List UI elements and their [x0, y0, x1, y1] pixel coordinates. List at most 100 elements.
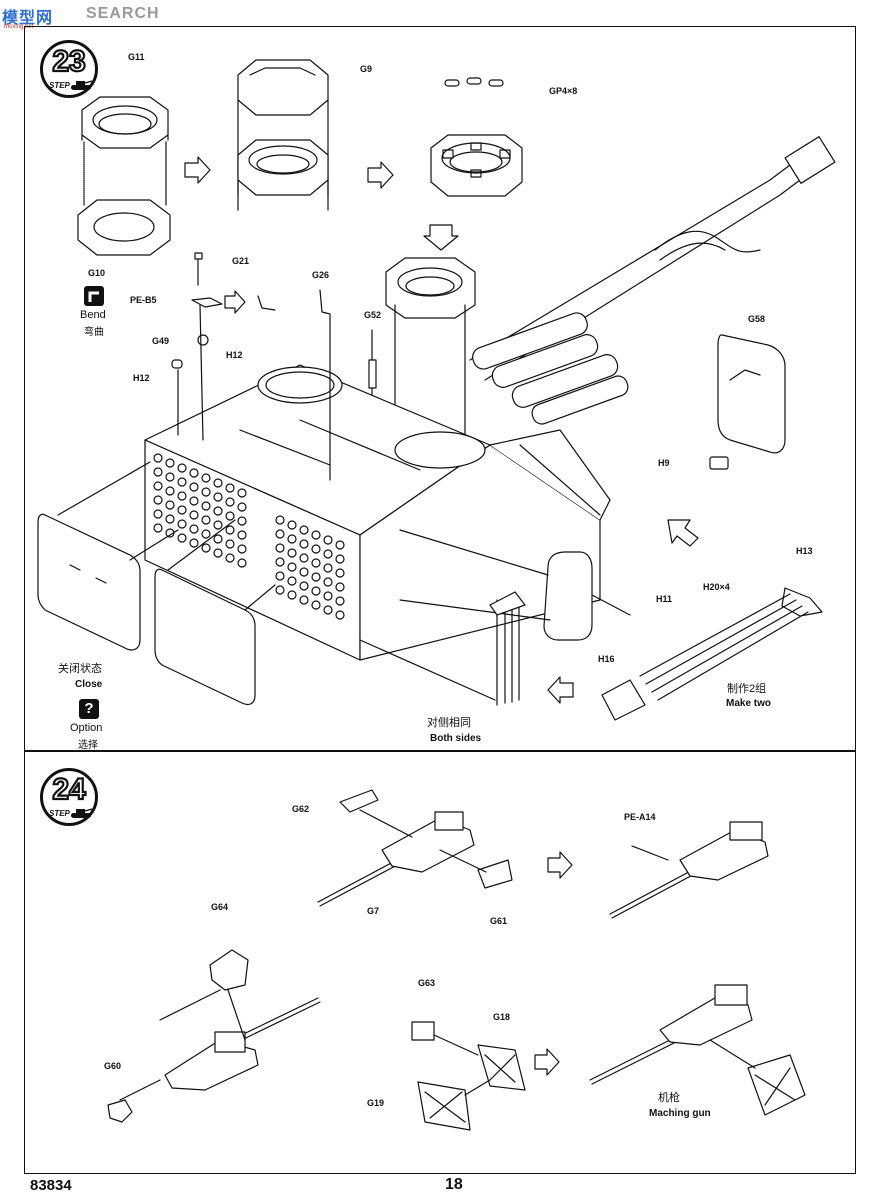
ammo-rack-cell: [190, 469, 198, 477]
ammo-rack-cell: [276, 530, 284, 538]
ammo-rack-cell: [214, 535, 222, 543]
ammo-rack-cell: [276, 558, 284, 566]
part-g61: [478, 860, 512, 888]
ammo-rack-cell: [226, 554, 234, 562]
part-assembled-machine-gun: [610, 822, 768, 918]
part-h12: [172, 360, 182, 368]
arrow-right-5: [535, 1049, 559, 1075]
ammo-rack-cell: [238, 517, 246, 525]
ammo-rack-cell: [226, 512, 234, 520]
part-turret-cylinders: [470, 310, 631, 426]
part-g58-panel: [718, 335, 785, 453]
ammo-rack-cell: [238, 503, 246, 511]
machine-gun-label-cn: 机枪: [658, 1092, 680, 1104]
ammo-rack-cell: [166, 501, 174, 509]
ammo-rack-cell: [214, 479, 222, 487]
step-tank-icon: [71, 80, 92, 90]
label-h20: H20×4: [703, 582, 730, 592]
ammo-rack-cell: [324, 564, 332, 572]
ammo-rack-cell: [276, 516, 284, 524]
page-number: 18: [445, 1176, 463, 1193]
step-23-word: STEP: [49, 81, 70, 90]
ammo-rack-cell: [154, 468, 162, 476]
part-turret-hull: [145, 365, 610, 660]
ammo-rack-cell: [324, 536, 332, 544]
arrow-right-4: [548, 852, 572, 878]
ammo-rack-cell: [178, 506, 186, 514]
label-peb5: PE-B5: [130, 295, 157, 305]
ammo-rack-cell: [238, 489, 246, 497]
label-pea14: PE-A14: [624, 812, 656, 822]
label-h9: H9: [658, 458, 670, 468]
ammo-rack-cell: [336, 541, 344, 549]
ammo-rack-cell: [288, 521, 296, 529]
ammo-rack-cell: [178, 492, 186, 500]
part-g63: [412, 1022, 434, 1040]
part-g10-plate: [78, 200, 170, 255]
ammo-rack-cell: [178, 534, 186, 542]
ammo-rack-cell: [226, 498, 234, 506]
ammo-rack-cell: [214, 549, 222, 557]
ammo-rack-cell: [288, 563, 296, 571]
label-g58: G58: [748, 314, 766, 324]
label-g49: G49: [152, 336, 170, 346]
ammo-rack-cell: [226, 540, 234, 548]
part-g60-cradle: [108, 1100, 132, 1122]
ammo-rack-cell: [276, 544, 284, 552]
ammo-rack-cell: [202, 502, 210, 510]
arrow-left-1: [548, 677, 573, 703]
option-label-cn: 选择: [78, 740, 98, 751]
part-gp4-ring: [431, 78, 522, 196]
label-g26: G26: [312, 270, 330, 280]
part-g52: [369, 330, 376, 395]
label-g64: G64: [211, 902, 229, 912]
ammo-rack-cell: [324, 592, 332, 600]
ammo-rack-cell: [300, 568, 308, 576]
option-question-icon: ?: [79, 699, 99, 719]
watermark: 模型网 SEARCH moxing.net: [0, 0, 170, 30]
ammo-rack-cell: [324, 550, 332, 558]
ammo-rack-cell: [238, 545, 246, 553]
part-turret-ring-upper: [386, 258, 475, 318]
ammo-rack-cell: [166, 473, 174, 481]
ammo-rack-cell: [300, 540, 308, 548]
ammo-rack-cell: [300, 596, 308, 604]
ammo-rack-cell: [312, 587, 320, 595]
ammo-rack-cell: [312, 573, 320, 581]
ammo-rack-cell: [238, 559, 246, 567]
close-label-en: Close: [75, 679, 103, 690]
label-gp4: GP4×8: [549, 86, 578, 96]
ammo-rack-cell: [312, 545, 320, 553]
watermark-logo: 模型网: [2, 10, 54, 27]
step-24-badge: 24 STEP: [40, 768, 98, 826]
part-g21-pin: [195, 253, 202, 285]
part-g11-ring: [82, 97, 168, 148]
ammo-rack-cell: [336, 569, 344, 577]
label-g9: G9: [360, 64, 373, 74]
ammo-rack-cell: [276, 586, 284, 594]
ammo-rack-cell: [154, 510, 162, 518]
ammo-rack-cell: [154, 496, 162, 504]
ammo-rack-cell: [226, 484, 234, 492]
step-23-badge: 23 STEP: [40, 40, 98, 98]
part-side-door-right: [155, 569, 255, 704]
ammo-rack-cell: [214, 521, 222, 529]
ammo-rack-cell: [288, 549, 296, 557]
ammo-rack-cell: [190, 497, 198, 505]
part-side-door-left: [38, 514, 140, 650]
ammo-rack-cell: [288, 535, 296, 543]
bend-label-cn: 弯曲: [84, 327, 104, 338]
part-g62: [340, 790, 378, 812]
ammo-rack-cell: [202, 530, 210, 538]
part-g60-gun-assembly: [165, 998, 320, 1090]
ammo-rack-cell: [166, 459, 174, 467]
ammo-rack-cell: [190, 539, 198, 547]
ammo-rack-cell: [324, 606, 332, 614]
catalog-number: 83834: [30, 1177, 72, 1194]
close-label-cn: 关闭状态: [58, 663, 102, 675]
ammo-rack-cell: [312, 601, 320, 609]
part-g26: [320, 290, 330, 314]
part-side-rack: [490, 592, 525, 705]
part-bent-plate: [258, 296, 275, 310]
ammo-rack-cell: [336, 597, 344, 605]
